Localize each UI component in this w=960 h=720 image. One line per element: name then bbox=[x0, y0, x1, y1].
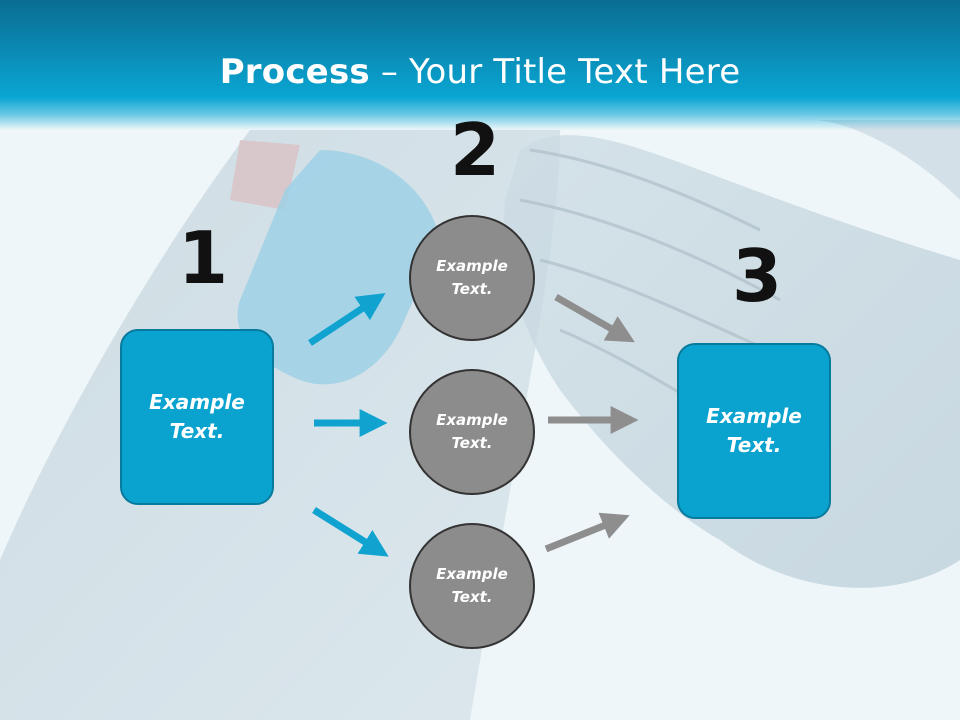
circle-top: Example Text. bbox=[409, 215, 535, 341]
step-number-3: 3 bbox=[732, 234, 783, 318]
circle-middle: Example Text. bbox=[409, 369, 535, 495]
end-box: Example Text. bbox=[677, 343, 831, 519]
step-number-1: 1 bbox=[178, 216, 229, 300]
start-box: Example Text. bbox=[120, 329, 274, 505]
slide-title: Process – Your Title Text Here bbox=[0, 52, 960, 92]
title-bold: Process bbox=[219, 52, 370, 92]
title-rest: – Your Title Text Here bbox=[369, 52, 741, 92]
circle-bottom: Example Text. bbox=[409, 523, 535, 649]
step-number-2: 2 bbox=[450, 108, 501, 192]
header-bar bbox=[0, 0, 960, 130]
